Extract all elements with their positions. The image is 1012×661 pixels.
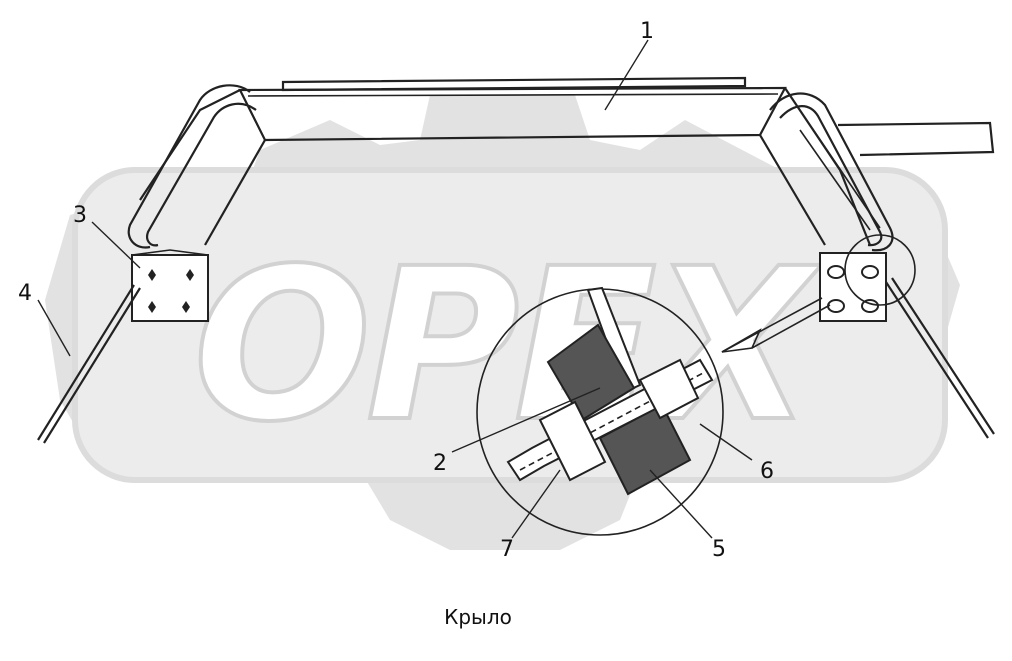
- watermark-plate: [72, 167, 948, 483]
- leader-5: [649, 469, 713, 539]
- callout-2: 2: [433, 451, 447, 476]
- leader-7: [511, 469, 561, 539]
- callout-4: 4: [18, 281, 32, 306]
- callout-1: 1: [640, 19, 654, 44]
- leader-4: [37, 299, 71, 357]
- leader-lines: [37, 39, 753, 539]
- fender: [139, 76, 995, 246]
- leader-2: [451, 387, 601, 453]
- leader-6: [699, 423, 753, 461]
- side-rods: [37, 277, 995, 444]
- callout-3: 3: [73, 203, 87, 228]
- watermark: OPEX: [45, 95, 960, 550]
- leader-1: [604, 39, 649, 111]
- callout-6: 6: [760, 459, 774, 484]
- callout-7: 7: [500, 537, 514, 562]
- right-tube-bracket: [769, 92, 894, 252]
- watermark-text: OPEX: [193, 223, 822, 468]
- left-tube-bracket: [127, 84, 257, 249]
- detail-zoom: [476, 286, 724, 536]
- leader-3: [91, 221, 141, 269]
- detail-arrow: [721, 297, 831, 353]
- left-mounting-plate: [131, 249, 209, 322]
- right-mounting-plate: [819, 234, 916, 322]
- diagram-caption: Крыло: [444, 605, 512, 629]
- callout-5: 5: [712, 537, 726, 562]
- callout-labels: 1 2 3 4 5 6 7: [18, 19, 774, 562]
